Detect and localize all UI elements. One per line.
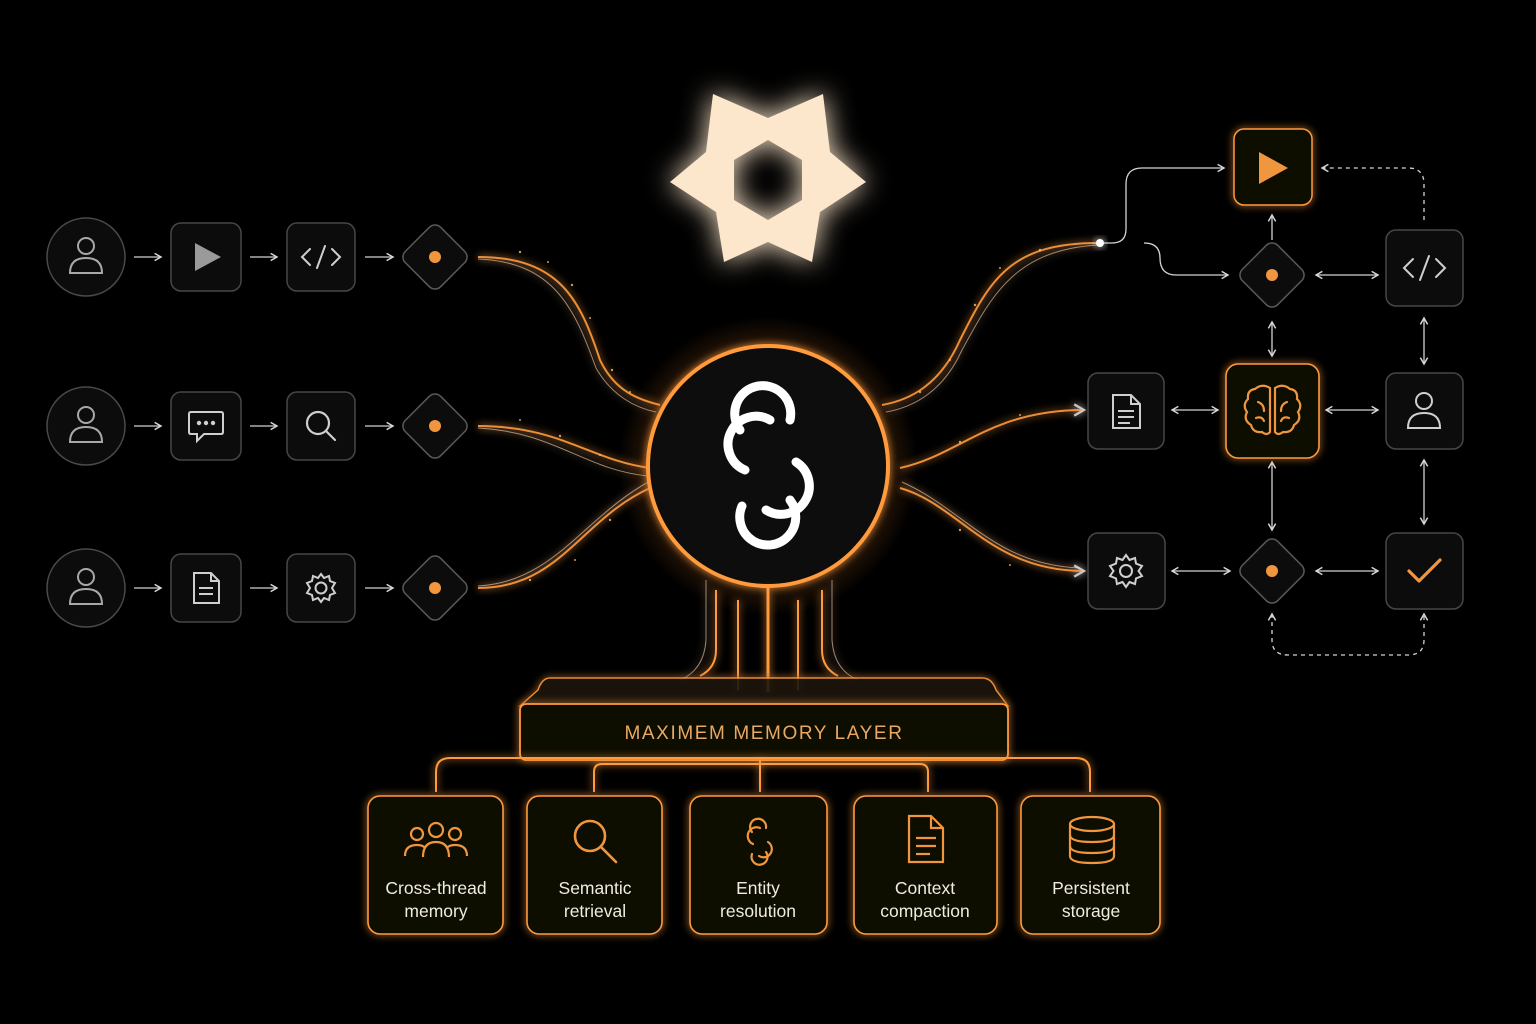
feature-line2: resolution xyxy=(720,901,796,921)
search-icon xyxy=(305,410,337,442)
top-emblem xyxy=(670,94,866,262)
left-arrows xyxy=(134,252,395,593)
brain-node[interactable] xyxy=(1225,363,1320,459)
document-icon xyxy=(193,572,220,604)
hexagon-star-logo xyxy=(670,94,866,262)
diamond-node-icon xyxy=(1266,565,1278,577)
gear-icon xyxy=(1108,553,1144,589)
user-icon xyxy=(68,406,104,443)
user-icon xyxy=(68,237,104,274)
junction-dot xyxy=(1096,239,1104,247)
search-node[interactable] xyxy=(286,391,356,461)
feature-line2: compaction xyxy=(880,901,970,921)
feature-card-semantic-retrieval[interactable]: Semantic retrieval xyxy=(526,795,663,935)
left-row-2 xyxy=(46,386,468,466)
play-icon xyxy=(1259,152,1288,184)
feature-line2: memory xyxy=(404,901,467,921)
left-row-3 xyxy=(46,548,468,628)
chat-node[interactable] xyxy=(170,391,242,461)
feature-line1: Persistent xyxy=(1052,878,1130,898)
user-node[interactable] xyxy=(1385,372,1464,450)
feature-line1: Semantic xyxy=(559,878,632,898)
magnifier-icon xyxy=(573,819,618,864)
gear-node[interactable] xyxy=(1087,532,1166,610)
code-icon xyxy=(1402,255,1447,281)
users-icon xyxy=(403,821,469,858)
knot-icon xyxy=(746,817,773,866)
feature-card-cross-thread-memory[interactable]: Cross-thread memory xyxy=(367,795,504,935)
memory-layer-box[interactable] xyxy=(519,703,1009,761)
feature-line2: storage xyxy=(1062,901,1120,921)
user-icon xyxy=(68,568,104,605)
check-node[interactable] xyxy=(1385,532,1464,610)
chat-icon xyxy=(188,411,224,444)
feature-line2: retrieval xyxy=(564,901,626,921)
gear-node[interactable] xyxy=(286,553,356,623)
memory-layer-platform: MAXIMEM MEMORY LAYER xyxy=(518,677,1010,761)
feature-card-entity-resolution[interactable]: Entity resolution xyxy=(689,795,828,935)
diamond-node-icon xyxy=(1266,269,1278,281)
brain-icon xyxy=(1243,384,1302,436)
feature-card-context-compaction[interactable]: Context compaction xyxy=(853,795,998,935)
diamond-node-icon xyxy=(429,420,441,432)
code-icon xyxy=(300,245,342,269)
feature-branches xyxy=(435,757,1091,792)
infinity-knot-logo xyxy=(723,381,814,550)
feature-line1: Entity xyxy=(736,878,780,898)
diamond-node-icon xyxy=(429,582,441,594)
feature-cards: Cross-thread memory Semantic retrieval E… xyxy=(367,795,1161,935)
database-icon xyxy=(1068,815,1116,865)
right-graph xyxy=(1087,128,1464,656)
document-icon xyxy=(907,814,945,864)
user-icon xyxy=(1406,392,1442,429)
left-row-1 xyxy=(46,217,468,297)
sparkle-particles xyxy=(518,248,1042,582)
memory-layer-title: MAXIMEM MEMORY LAYER xyxy=(624,723,903,744)
check-icon xyxy=(1407,558,1442,583)
right-connectors xyxy=(1100,163,1429,656)
gear-icon xyxy=(305,572,337,604)
feature-line1: Cross-thread xyxy=(385,878,486,898)
central-hub xyxy=(618,316,918,616)
play-icon xyxy=(195,243,221,271)
feature-card-persistent-storage[interactable]: Persistent storage xyxy=(1020,795,1161,935)
diamond-node-icon xyxy=(429,251,441,263)
document-icon xyxy=(1112,394,1141,429)
hub-circle[interactable] xyxy=(646,344,890,588)
left-pipelines xyxy=(46,217,468,628)
feature-line1: Context xyxy=(895,878,955,898)
